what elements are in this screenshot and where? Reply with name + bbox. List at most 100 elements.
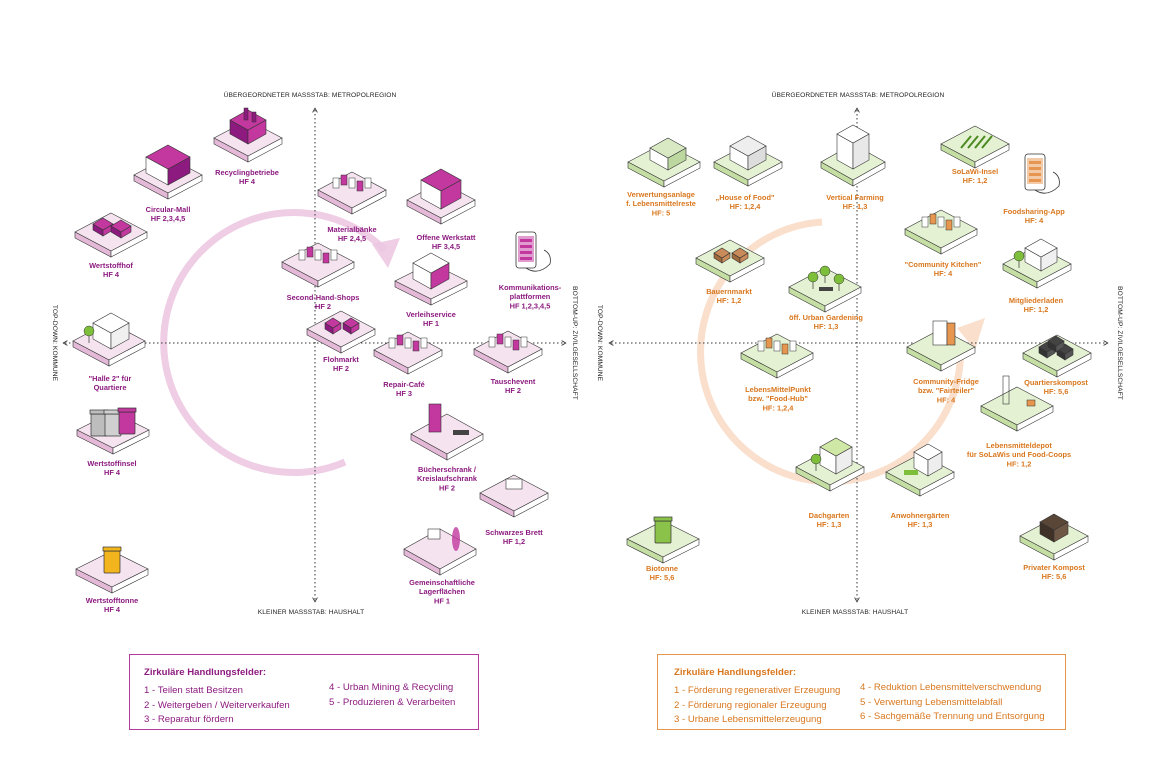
notice-board-icon [479, 474, 549, 518]
label-line: Privater Kompost [1023, 563, 1085, 572]
label-line: HF 2 [439, 483, 455, 492]
label-line: HF: 1,3 [908, 520, 933, 529]
factory-icon [213, 107, 283, 163]
label-line: Anwohnergärten [891, 511, 950, 520]
kitchen-icon [904, 209, 978, 255]
greenhouse-hall-icon [713, 135, 783, 187]
recycling-bins-icon [76, 407, 150, 455]
recycling-yard-icon [74, 212, 148, 258]
label-line: HF: 1,2 [717, 296, 742, 305]
storage-room-icon [403, 527, 477, 576]
label-line: HF: 1,2,4 [763, 403, 795, 412]
label-line: Foodsharing-App [1003, 207, 1065, 216]
label-line: Quartierskompost [1024, 378, 1088, 387]
label-line: Kommunikations- [499, 283, 562, 292]
rental-icon [394, 252, 468, 306]
right-item-label-kitchen: "Community Kitchen"HF: 4 [905, 260, 982, 278]
label-line: HF: 4 [934, 269, 953, 278]
shelves-icon [317, 171, 387, 215]
label-line: öff. Urban Gardening [789, 313, 863, 322]
left-legend-item: 2 - Weitergeben / Weiterverkaufen [144, 699, 290, 711]
label-line: HF 2 [505, 386, 521, 395]
label-line: für SoLaWis und Food-Coops [967, 450, 1071, 459]
vertical-farm-icon [820, 124, 886, 187]
label-line: "Halle 2" für [89, 374, 132, 383]
left-axis-left-label: TOP-DOWN: KOMMUNE [51, 305, 58, 382]
farmers-market-icon [695, 239, 765, 283]
left-legend-item: 3 - Reparatur fördern [144, 714, 234, 725]
label-line: Repair-Café [383, 380, 424, 389]
left-axis-top-label: ÜBERGEORDNETER MASSSTAB: METROPOLREGION [224, 91, 397, 99]
label-line: plattformen [510, 292, 551, 301]
right-axes: ÜBERGEORDNETER MASSSTAB: METROPOLREGION … [596, 91, 1123, 616]
garden-icon [788, 265, 862, 313]
label-line: HF: 5 [652, 208, 670, 217]
swap-event-icon [473, 330, 543, 374]
left-legend-item: 1 - Teilen statt Besitzen [144, 685, 244, 696]
field-icon [940, 125, 1010, 169]
processing-plant-icon [627, 137, 701, 188]
left-legend: Zirkuläre Handlungsfelder: 1 - Teilen st… [129, 654, 479, 730]
label-line: Flohmarkt [323, 355, 359, 364]
label-line: Community-Fridge [913, 377, 979, 386]
green-bin-icon [626, 516, 700, 564]
right-legend-item: 5 - Verwertung Lebensmittelabfall [860, 696, 1003, 708]
label-line: f. Lebensmittelreste [626, 199, 696, 208]
label-line: Wertstoffhof [89, 261, 133, 270]
label-line: Bauernmarkt [706, 287, 752, 296]
left-axis-right-label: BOTTOM-UP: ZIVILGESELLSCHAFT [571, 286, 578, 400]
smartphone-icon [1024, 153, 1060, 194]
right-axis-bottom-label: KLEINER MASSSTAB: HAUSHALT [802, 609, 908, 616]
label-line: HF 4 [239, 177, 256, 186]
label-line: Schwarzes Brett [485, 528, 543, 537]
label-line: Second-Hand-Shops [287, 293, 360, 302]
label-line: Bücherschrank / [418, 465, 476, 474]
label-line: Quartiere [94, 383, 127, 392]
mall-icon [133, 144, 203, 200]
roof-garden-icon [795, 437, 865, 492]
label-line: HF: 4 [1025, 216, 1044, 225]
label-line: Wertstofftonne [86, 596, 138, 605]
right-legend-item: 6 - Sachgemäße Trennung und Entsorgung [860, 711, 1045, 722]
label-line: Lebensmitteldepot [986, 441, 1052, 450]
right-axis-left-label: TOP-DOWN: KOMMUNE [596, 305, 603, 382]
label-line: HF: 1,2,4 [730, 202, 762, 211]
label-line: Biotonne [646, 564, 678, 573]
bookcase-icon [410, 403, 484, 461]
label-line: HF 4 [103, 270, 120, 279]
right-legend: Zirkuläre Handlungsfelder: 1 - Förderung… [657, 654, 1066, 730]
label-line: HF 2 [333, 364, 349, 373]
label-line: HF: 5,6 [1044, 387, 1069, 396]
label-line: HF 1,2,3,4,5 [510, 301, 551, 310]
label-line: HF: 1,2 [1007, 459, 1032, 468]
fridge-icon [906, 320, 976, 372]
right-legend-item: 3 - Urbane Lebensmittelerzeugung [674, 714, 822, 725]
food-hub-icon [740, 333, 814, 379]
label-line: Wertstoffinsel [87, 459, 136, 468]
repair-cafe-icon [373, 331, 443, 375]
label-line: Kreislaufschrank [417, 474, 478, 483]
resident-garden-icon [885, 443, 955, 497]
label-line: HF: 4 [937, 395, 956, 404]
